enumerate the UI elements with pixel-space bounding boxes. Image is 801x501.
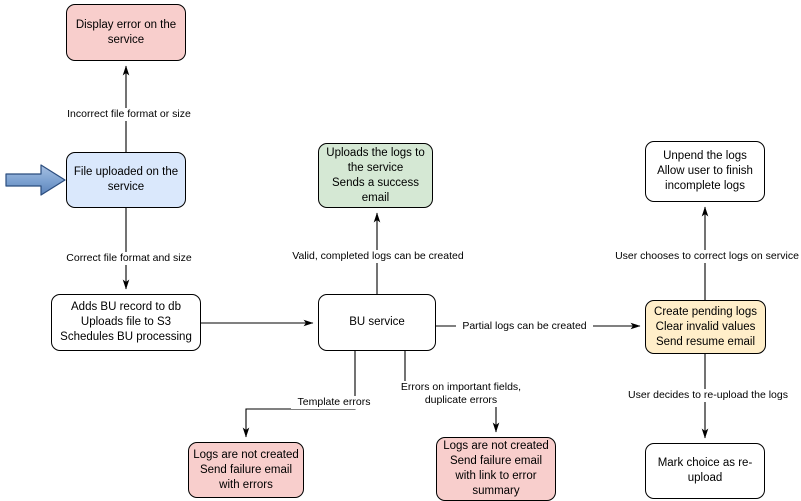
edge-label-correct-format: Correct file format and size: [57, 252, 201, 265]
node-uploads-logs[interactable]: Uploads the logs to the service Sends a …: [318, 143, 433, 208]
node-adds-bu-record[interactable]: Adds BU record to db Uploads file to S3 …: [51, 294, 201, 351]
entry-block-arrow: [5, 163, 67, 197]
edge-label-user-corrects: User chooses to correct logs on service: [610, 250, 801, 263]
edge-label-user-reuploads: User decides to re-upload the logs: [620, 389, 796, 402]
node-file-uploaded[interactable]: File uploaded on the service: [66, 152, 186, 208]
edge-label-errors-important: Errors on important fields, duplicate er…: [394, 381, 528, 407]
node-bu-service[interactable]: BU service: [318, 294, 436, 351]
edge-label-incorrect-format: Incorrect file format or size: [57, 108, 201, 121]
node-unpend-logs[interactable]: Unpend the logs Allow user to finish inc…: [645, 141, 765, 202]
node-mark-choice-reupload[interactable]: Mark choice as re- upload: [645, 443, 765, 499]
node-logs-not-created-errors[interactable]: Logs are not created Send failure email …: [188, 442, 304, 498]
edge-label-partial-logs: Partial logs can be created: [456, 320, 593, 333]
node-create-pending-logs[interactable]: Create pending logs Clear invalid values…: [645, 300, 766, 354]
node-display-error[interactable]: Display error on the service: [66, 4, 186, 61]
node-logs-not-created-summary[interactable]: Logs are not created Send failure email …: [436, 437, 556, 501]
edge-label-template-errors: Template errors: [291, 396, 377, 409]
edge-label-valid-logs: Valid, completed logs can be created: [286, 250, 470, 263]
edge-bu-to-logs1: [242, 351, 356, 438]
